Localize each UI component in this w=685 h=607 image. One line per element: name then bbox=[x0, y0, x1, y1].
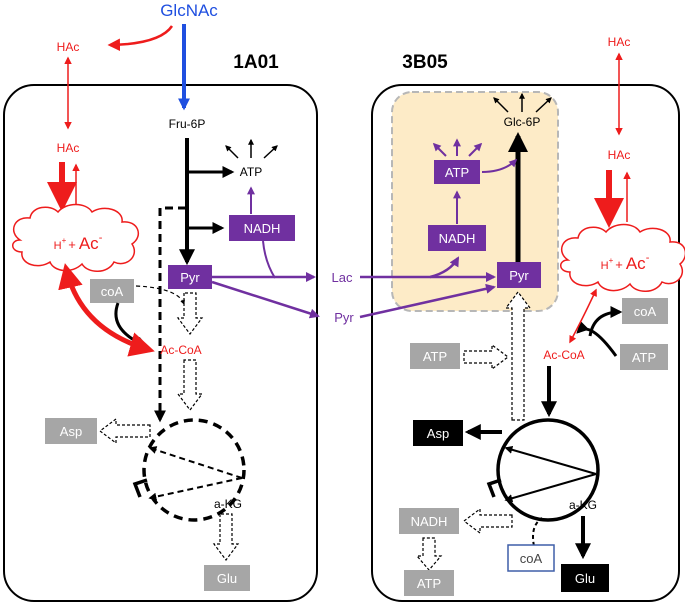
right-cycle-chord-1 bbox=[504, 445, 597, 475]
right-coa-box-1 bbox=[622, 298, 668, 324]
right-nadh-to-atp-hollow-arrow bbox=[415, 537, 443, 571]
left-asp-box bbox=[45, 418, 97, 444]
right-atp-to-pyr-hollow-arrow bbox=[463, 343, 509, 371]
left-atp-use-arrow-3 bbox=[263, 145, 278, 159]
left-glu-label: Glu bbox=[217, 571, 237, 586]
left-pyr-label: Pyr bbox=[180, 270, 200, 285]
left-tca-cycle bbox=[142, 418, 246, 522]
left-coa-label: coA bbox=[101, 284, 124, 299]
right-glc6p-label: Glc-6P bbox=[504, 115, 541, 129]
right-pyr-label: Pyr bbox=[509, 268, 529, 283]
left-dashed-anaplerotic-path bbox=[154, 206, 186, 423]
right-coa-bottom-label: coA bbox=[520, 551, 543, 566]
left-fru6p-label: Fru-6P bbox=[169, 117, 206, 131]
right-cycle-direction-marker bbox=[486, 478, 502, 498]
glcnac-to-hac-arrow bbox=[107, 25, 174, 52]
right-atp-box-bottom bbox=[404, 570, 454, 596]
right-atp-bottom-label: ATP bbox=[417, 576, 441, 591]
left-atp-label: ATP bbox=[240, 165, 262, 179]
left-nadh-label: NADH bbox=[244, 221, 281, 236]
pyr-into-3b05-arrow bbox=[359, 283, 496, 319]
right-acid-cloud bbox=[560, 223, 685, 292]
right-hac-outside: HAc bbox=[608, 35, 631, 49]
left-cycle-to-asp-hollow-arrow bbox=[99, 417, 151, 445]
left-hac-inside: HAc bbox=[57, 141, 80, 155]
right-atp-use-arrow-3 bbox=[468, 142, 483, 157]
right-atp-use-arrow-1 bbox=[432, 142, 447, 157]
right-atp-box-left bbox=[410, 343, 460, 369]
left-coa-dashed-arrow bbox=[135, 285, 185, 305]
between-lac-label: Lac bbox=[332, 270, 353, 285]
left-cloud-text: H++Ac- bbox=[54, 232, 103, 253]
right-atp-2-label: ATP bbox=[632, 350, 656, 365]
left-cycle-direction-marker bbox=[132, 478, 148, 498]
left-pyr-to-accoa-hollow-arrow bbox=[176, 292, 204, 335]
left-hac-outside: HAc bbox=[57, 40, 80, 54]
right-asp-label: Asp bbox=[427, 426, 449, 441]
left-cycle-chord-1 bbox=[148, 446, 243, 479]
right-accoa-label: Ac-CoA bbox=[543, 348, 584, 362]
right-atp-to-glc6p-arrow bbox=[481, 158, 518, 173]
left-pyr-box bbox=[168, 265, 212, 289]
left-asp-label: Asp bbox=[60, 424, 82, 439]
right-glc6p-out-arrow-3 bbox=[535, 97, 552, 113]
left-akg-to-glu-hollow-arrow bbox=[212, 513, 240, 561]
right-atp-box bbox=[434, 160, 480, 184]
left-cycle-chord-2 bbox=[148, 477, 243, 501]
right-cycle-chord-2 bbox=[504, 473, 597, 503]
right-atp-label: ATP bbox=[445, 165, 469, 180]
left-pyr-to-pyr-arrow bbox=[211, 280, 320, 319]
right-pyr-box bbox=[497, 262, 541, 288]
right-cycle-to-nadh-hollow-arrow bbox=[463, 507, 513, 535]
left-accoa-label: Ac-CoA bbox=[160, 343, 201, 357]
cell-1a01-title: 1A01 bbox=[233, 52, 279, 73]
right-atp-box-2 bbox=[620, 344, 668, 370]
right-acid-to-accoa-arrow bbox=[569, 288, 597, 344]
left-atp-use-arrow-1 bbox=[225, 145, 239, 159]
left-glu-box bbox=[204, 565, 250, 591]
left-akg-label: a-KG bbox=[214, 497, 242, 511]
right-hac-inside: HAc bbox=[608, 148, 631, 162]
between-pyr-label: Pyr bbox=[334, 310, 354, 325]
right-glu-box bbox=[561, 564, 609, 592]
right-atp-left-label: ATP bbox=[423, 349, 447, 364]
cell-3b05-membrane bbox=[371, 84, 680, 602]
cell-3b05-title: 3B05 bbox=[402, 52, 448, 73]
right-coa-1-label: coA bbox=[634, 304, 657, 319]
left-nadh-regeneration-curve bbox=[262, 240, 276, 279]
right-nadh-label: NADH bbox=[439, 231, 476, 246]
left-nadh-box bbox=[229, 215, 295, 241]
cell-1a01-membrane bbox=[3, 84, 318, 602]
right-cloud-text: H++Ac- bbox=[601, 252, 650, 273]
right-tca-cycle bbox=[496, 418, 600, 522]
right-akg-label: a-KG bbox=[569, 498, 597, 512]
right-cycle-to-pyr-hollow-arrow bbox=[504, 291, 532, 421]
left-accoa-to-cycle-hollow-arrow bbox=[176, 359, 204, 411]
left-acid-to-accoa-arrow bbox=[58, 263, 155, 357]
right-asp-box bbox=[413, 420, 463, 446]
left-acid-cloud bbox=[12, 203, 140, 272]
right-coa-dashed-return bbox=[532, 517, 543, 547]
right-glu-label: Glu bbox=[575, 571, 595, 586]
right-nadh-box-bottom bbox=[399, 508, 459, 534]
right-glc6p-out-arrow-1 bbox=[493, 97, 509, 113]
right-nadh-bottom-label: NADH bbox=[411, 514, 448, 529]
right-nadh-box bbox=[428, 225, 486, 251]
glcnac-label: GlcNAc bbox=[160, 1, 218, 20]
right-coa-box-bottom bbox=[507, 544, 555, 572]
